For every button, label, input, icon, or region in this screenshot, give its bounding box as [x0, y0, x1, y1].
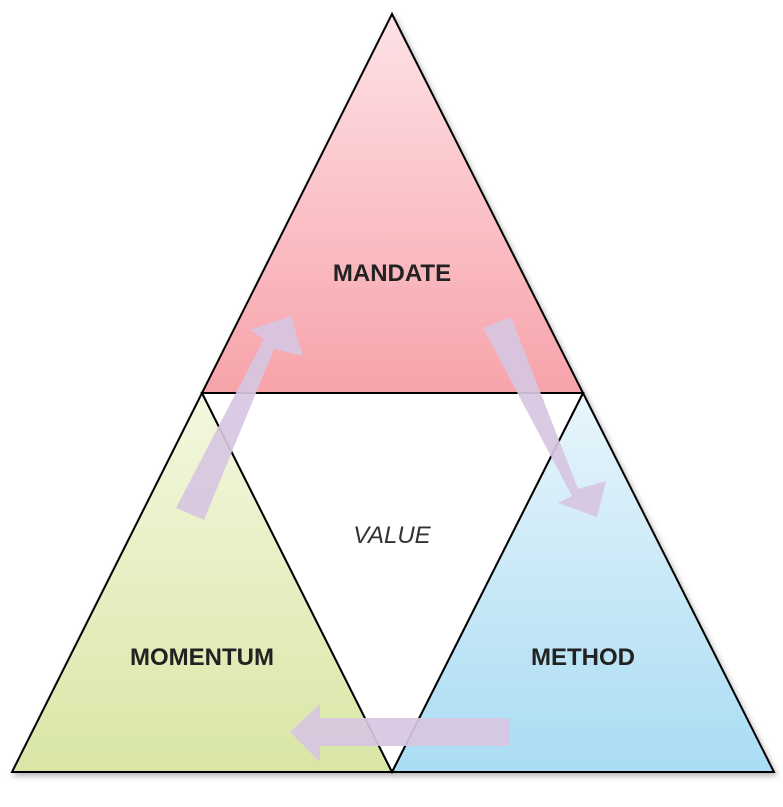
momentum-label: MOMENTUM	[130, 644, 274, 671]
value-triangle	[200, 392, 585, 775]
value-label: VALUE	[353, 522, 431, 549]
mandate-triangle	[200, 11, 585, 394]
arrow-mandate-to-method	[483, 317, 606, 517]
arrow-momentum-to-mandate	[176, 316, 303, 520]
mandate-label: MANDATE	[333, 260, 451, 287]
arrow-method-to-momentum	[290, 704, 510, 762]
method-label: METHOD	[531, 644, 635, 671]
